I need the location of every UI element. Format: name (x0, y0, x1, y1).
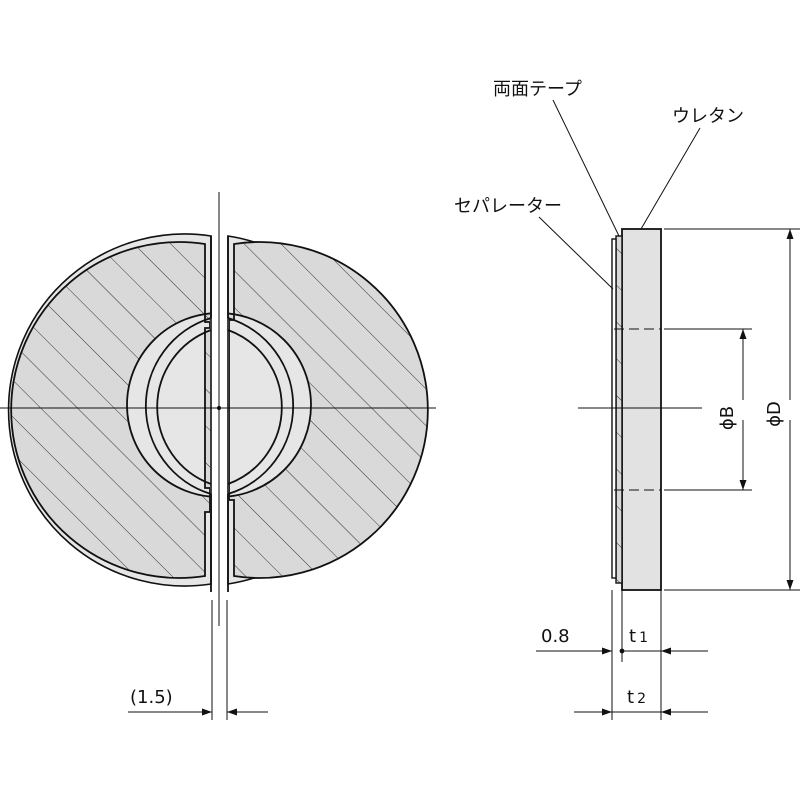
centerlines (0, 192, 436, 626)
phi-d-label: ϕD (764, 401, 785, 427)
gap-label: (1.5) (130, 687, 173, 708)
urethane-body (621, 228, 662, 591)
phi-b-dimension: ϕB (664, 328, 752, 491)
phi-d-dimension: ϕD (664, 228, 800, 591)
urethane-callout-label: ウレタン (672, 106, 744, 127)
sep-thickness-label: 0.8 (541, 626, 570, 647)
t2-subscript: 2 (637, 691, 646, 707)
urethane-leader (640, 127, 701, 230)
front-view: (1.5) (0, 192, 436, 720)
t2-letter: t (627, 687, 634, 708)
slit-and-bore (144, 236, 295, 592)
separator-callout-label: セパレーター (454, 196, 562, 217)
separator-thickness-dimension: 0.8 (536, 626, 625, 655)
tape-callout-label: 両面テープ (493, 79, 582, 100)
phi-b-label: ϕB (717, 406, 738, 430)
gap-dimension: (1.5) (128, 600, 268, 720)
t1-subscript: 1 (639, 630, 648, 646)
callouts (538, 99, 701, 290)
ring-right-half (229, 241, 429, 579)
ring-left-half (10, 241, 210, 579)
t1-letter: t (629, 626, 636, 647)
tape-leader (552, 99, 620, 237)
hidden-bore-lines (614, 328, 661, 491)
separator-leader (538, 216, 614, 290)
tape-layer (615, 235, 623, 584)
